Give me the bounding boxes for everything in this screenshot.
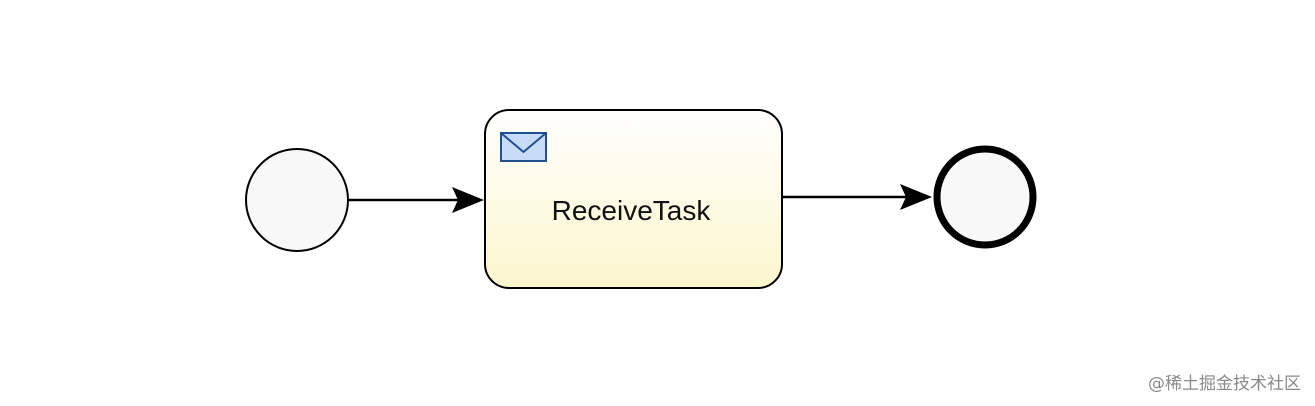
sequence-flow-task-to-end[interactable] <box>782 184 932 210</box>
sequence-flow-start-to-task[interactable] <box>349 187 484 213</box>
end-event[interactable] <box>933 145 1037 249</box>
arrowhead <box>900 184 932 210</box>
task-box <box>484 109 783 289</box>
arrowhead <box>452 187 484 213</box>
start-event[interactable] <box>245 148 349 252</box>
envelope-icon <box>500 132 547 162</box>
receive-task[interactable]: ReceiveTask <box>484 109 783 289</box>
watermark: @稀土掘金技术社区 <box>1148 374 1301 394</box>
task-label: ReceiveTask <box>552 195 712 226</box>
